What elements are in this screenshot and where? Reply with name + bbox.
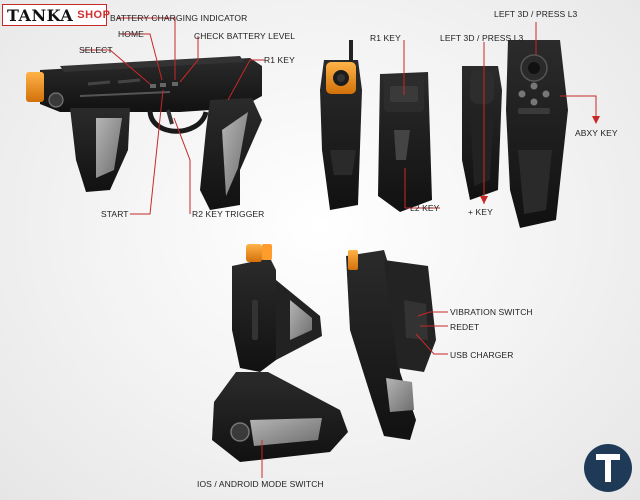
label-redet: REDET: [450, 322, 480, 332]
leader-lines-gun1: [81, 17, 265, 215]
label-r1-key-back: R1 KEY: [370, 33, 401, 43]
label-battery-charging-indicator: BATTERY CHARGING INDICATOR: [110, 13, 248, 23]
label-vibration-switch: VIBRATION SWITCH: [450, 307, 533, 317]
t-letter-icon: [596, 454, 620, 482]
label-l2-key: L2 KEY: [410, 203, 440, 213]
label-home: HOME: [118, 29, 144, 39]
logo-shop: SHOP: [77, 9, 111, 21]
orange-muzzle: [26, 72, 44, 102]
tanka-shop-logo: TANKA SHOP: [2, 4, 111, 26]
label-left-3d: LEFT 3D / PRESS L3: [440, 33, 524, 43]
gun-side-view: [26, 56, 262, 210]
label-usb-charger: USB CHARGER: [450, 350, 514, 360]
logo-brand: TANKA: [7, 5, 74, 25]
label-r1-key-side: R1 KEY: [264, 55, 295, 65]
gun-front-view: [212, 244, 348, 462]
leader-lines-gun2: [403, 40, 440, 209]
label-check-battery-level: CHECK BATTERY LEVEL: [194, 31, 296, 41]
label-abxy-key: ABXY KEY: [575, 128, 618, 138]
leader-lines-gun3: [483, 22, 597, 204]
brand-badge: [584, 444, 632, 492]
gun-rear-view: [346, 250, 436, 440]
label-plus-key: + KEY: [468, 207, 493, 217]
gun-joystick-view: [462, 40, 568, 228]
label-left-3d-top: LEFT 3D / PRESS L3: [494, 9, 578, 19]
label-ios-android-mode-switch: IOS / ANDROID MODE SWITCH: [197, 479, 324, 489]
label-select: SELECT: [79, 45, 113, 55]
leader-lines-gun5: [415, 311, 448, 355]
gun-back-view: [320, 40, 432, 212]
label-r2-key-trigger: R2 KEY TRIGGER: [192, 209, 265, 219]
label-start: START: [101, 209, 129, 219]
